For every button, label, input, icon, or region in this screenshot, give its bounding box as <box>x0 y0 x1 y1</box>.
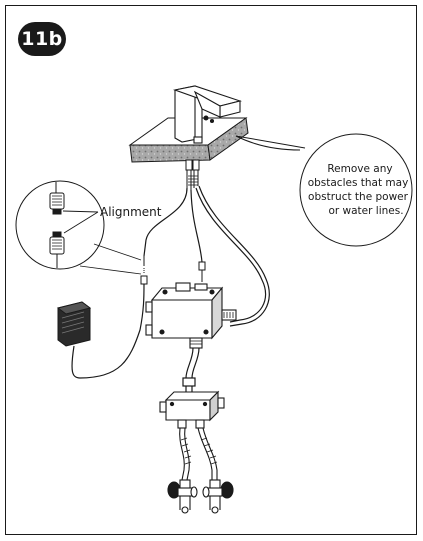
callout-line-3: obstruct the power <box>308 191 409 203</box>
step-badge: 11b <box>18 22 66 56</box>
shutoff-valve-right-icon <box>202 479 234 514</box>
callout-line-4: or water lines. <box>328 205 403 217</box>
control-box-connector <box>198 261 206 282</box>
callout-line-2: obstacles that may <box>308 177 409 189</box>
countertop <box>128 117 249 163</box>
sensor-cable-connector <box>140 256 148 285</box>
plug-upper-icon <box>49 182 65 215</box>
control-box-icon <box>145 282 237 349</box>
supply-lines <box>179 427 218 481</box>
plug-lower-icon <box>49 231 65 268</box>
step-label: 11b <box>21 28 63 50</box>
callout-line-1: Remove any <box>327 163 392 175</box>
shutoff-valve-left-icon <box>167 479 198 514</box>
faucet-cables <box>143 185 270 327</box>
power-adapter-icon <box>56 283 145 379</box>
faucet-connectors <box>185 159 200 190</box>
mixer-hose <box>182 347 200 392</box>
mixing-valve-icon <box>159 390 225 429</box>
callout-bubble: Remove any obstacles that may obstruct t… <box>235 133 413 247</box>
alignment-label: Alignment <box>100 205 162 219</box>
alignment-magnifier: Alignment <box>15 180 162 275</box>
faucet-icon <box>172 85 242 144</box>
